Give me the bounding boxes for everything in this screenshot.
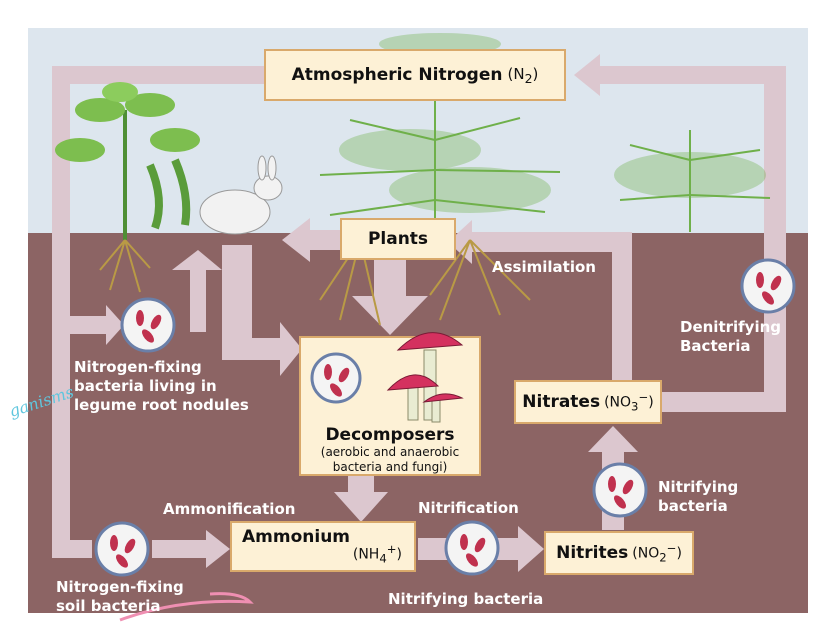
- arrow-nodule-up-head: [172, 250, 222, 270]
- nitrites-formula-sup: −: [666, 541, 677, 556]
- legume-bacteria-label-line3: legume root nodules: [74, 396, 249, 414]
- arrow-to-soil-bacteria: [52, 540, 92, 558]
- nitrification-label: Nitrification: [418, 499, 519, 517]
- arrow-to-legume: [52, 316, 110, 334]
- arrow-denitrify-head: [574, 54, 600, 96]
- arrow-plant-down-head: [352, 296, 428, 335]
- rabbit-icon: [199, 155, 283, 235]
- arrow-to-legume-head: [106, 305, 124, 345]
- nitrates-formula-sub: 3: [631, 399, 639, 414]
- atmospheric-formula-close: ): [532, 64, 539, 83]
- soil-bacteria-label-line2: soil bacteria: [56, 597, 161, 615]
- ammonium-formula-close: ): [396, 546, 402, 563]
- arrow-left-vertical: [52, 66, 70, 558]
- nitrites-formula-close: ): [676, 545, 682, 562]
- atmospheric-formula-sub: 2: [524, 70, 533, 86]
- arrow-decomp-down: [348, 474, 374, 494]
- nitrates-box: Nitrates (NO3−): [514, 380, 662, 424]
- plants-box: Plants: [340, 218, 456, 260]
- arrow-plants-to-animal-head: [282, 218, 310, 262]
- bacteria-icon-soil: [94, 521, 150, 577]
- arrow-soil-to-ammonium-head: [206, 530, 230, 568]
- ammonium-formula: (NH4+): [353, 542, 402, 565]
- decomposers-box: [299, 336, 481, 476]
- plants-label: Plants: [367, 229, 429, 249]
- arrow-denitrify-vertical: [764, 66, 786, 412]
- nitrates-formula-close: ): [648, 394, 654, 411]
- arrow-animal-right: [222, 338, 282, 360]
- arrow-nodule-up: [190, 262, 206, 332]
- ammonium-formula-base: (NH: [352, 546, 380, 563]
- nitrites-formula-sub: 2: [659, 550, 667, 565]
- bacteria-icon-nitrification: [444, 520, 500, 576]
- atmospheric-nitrogen-box: Atmospheric Nitrogen (N2): [264, 49, 566, 101]
- nitrifying-bacteria-label-line2: bacteria: [658, 497, 728, 515]
- nitrites-label: Nitrites: [556, 543, 629, 563]
- fern-plant-right: [614, 130, 771, 232]
- nitrates-formula-sup: −: [638, 390, 649, 405]
- arrow-atmo-left-top: [52, 66, 266, 84]
- soil-bacteria-label-line1: Nitrogen-fixing: [56, 578, 184, 596]
- ammonium-box: Ammonium (NH4+): [230, 521, 416, 572]
- mushroom-icon: [386, 332, 464, 423]
- decomposers-line1: (aerobic and anaerobic: [320, 445, 460, 459]
- arrow-decomp-down-head: [334, 492, 388, 522]
- nitrifying-bacteria-label-line1: Nitrifying: [658, 478, 739, 496]
- atmospheric-nitrogen-formula: (N2): [507, 65, 538, 86]
- legume-bacteria-label-line1: Nitrogen-fixing: [74, 358, 202, 376]
- nitrifying-bacteria-bottom-label: Nitrifying bacteria: [388, 590, 544, 608]
- bacteria-icon-nitrifying: [592, 462, 648, 518]
- arrow-assim-vertical: [612, 232, 632, 380]
- decomposers-line2: bacteria and fungi): [332, 460, 448, 474]
- nitrites-formula: (NO2−): [632, 541, 682, 564]
- ammonium-formula-sub: 4: [379, 551, 387, 565]
- bacteria-icon-decomposers-top: [310, 352, 362, 404]
- arrow-plant-down: [374, 258, 406, 298]
- legume-bacteria-label-line2: bacteria living in: [74, 377, 217, 395]
- atmospheric-nitrogen-label: Atmospheric Nitrogen: [291, 65, 503, 85]
- arrow-animal-right-head: [280, 322, 302, 376]
- legume-plant: [55, 82, 200, 240]
- nitrates-formula: (NO3−): [604, 390, 654, 413]
- nitrites-box: Nitrites (NO2−): [544, 531, 694, 575]
- ammonium-formula-sup: +: [386, 541, 397, 556]
- arrow-plants-to-animal: [308, 230, 344, 250]
- denitrifying-label-line2: Bacteria: [680, 337, 751, 355]
- arrow-assim-horizontal: [470, 232, 632, 252]
- nitrites-formula-base: (NO: [632, 545, 660, 562]
- bacteria-icon-denitrifying: [740, 258, 796, 314]
- nitrates-formula-base: (NO: [604, 394, 632, 411]
- atmospheric-formula-base: (N: [507, 64, 525, 83]
- nitrates-label: Nitrates: [522, 392, 601, 412]
- ammonification-label: Ammonification: [163, 500, 296, 518]
- bacteria-icon-legume: [120, 297, 176, 353]
- arrow-ammonium-to-nitrites-head: [518, 526, 544, 572]
- decomposers-label: Decomposers: [325, 425, 455, 445]
- arrow-denitrify-top: [598, 66, 786, 84]
- handwritten-scribble: [119, 592, 254, 622]
- ammonium-label: Ammonium: [242, 527, 351, 547]
- arrow-animal-down: [222, 245, 252, 355]
- denitrifying-label-line1: Denitrifying: [680, 318, 782, 336]
- arrow-denitrify-right: [660, 392, 786, 412]
- decomposers-text: Decomposers (aerobic and anaerobic bacte…: [302, 425, 478, 475]
- assimilation-label: Assimilation: [492, 258, 596, 276]
- arrow-nitrites-up-head: [588, 426, 638, 452]
- arrow-soil-to-ammonium: [152, 540, 208, 558]
